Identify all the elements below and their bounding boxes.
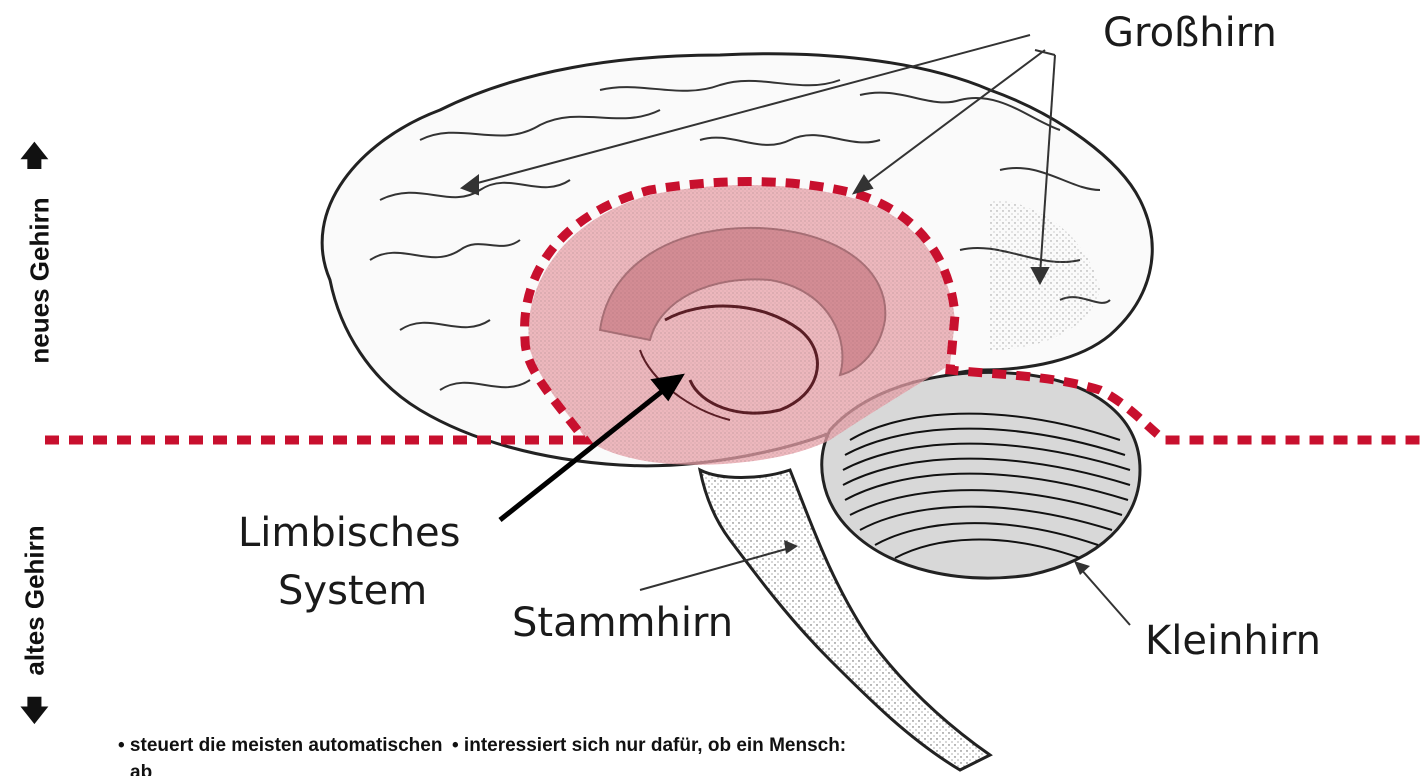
note-right: • interessiert sich nur dafür, ob ein Me… — [452, 735, 846, 757]
kleinhirn-pointer — [1080, 568, 1130, 625]
note-left: • steuert die meisten automatischen — [118, 735, 442, 757]
label-stammhirn: Stammhirn — [512, 600, 733, 647]
label-system: System — [278, 568, 427, 615]
label-altes-gehirn: altes Gehirn — [20, 511, 51, 691]
label-kleinhirn: Kleinhirn — [1145, 618, 1321, 665]
note-left-cut: ab — [130, 762, 152, 776]
label-neues-gehirn: neues Gehirn — [25, 191, 56, 371]
side-arrow-down-icon: 🡇 — [20, 690, 49, 738]
side-arrow-up-icon: 🡅 — [20, 135, 49, 183]
label-limbisches: Limbisches — [238, 510, 461, 557]
label-grosshirn: Großhirn — [1103, 10, 1277, 57]
